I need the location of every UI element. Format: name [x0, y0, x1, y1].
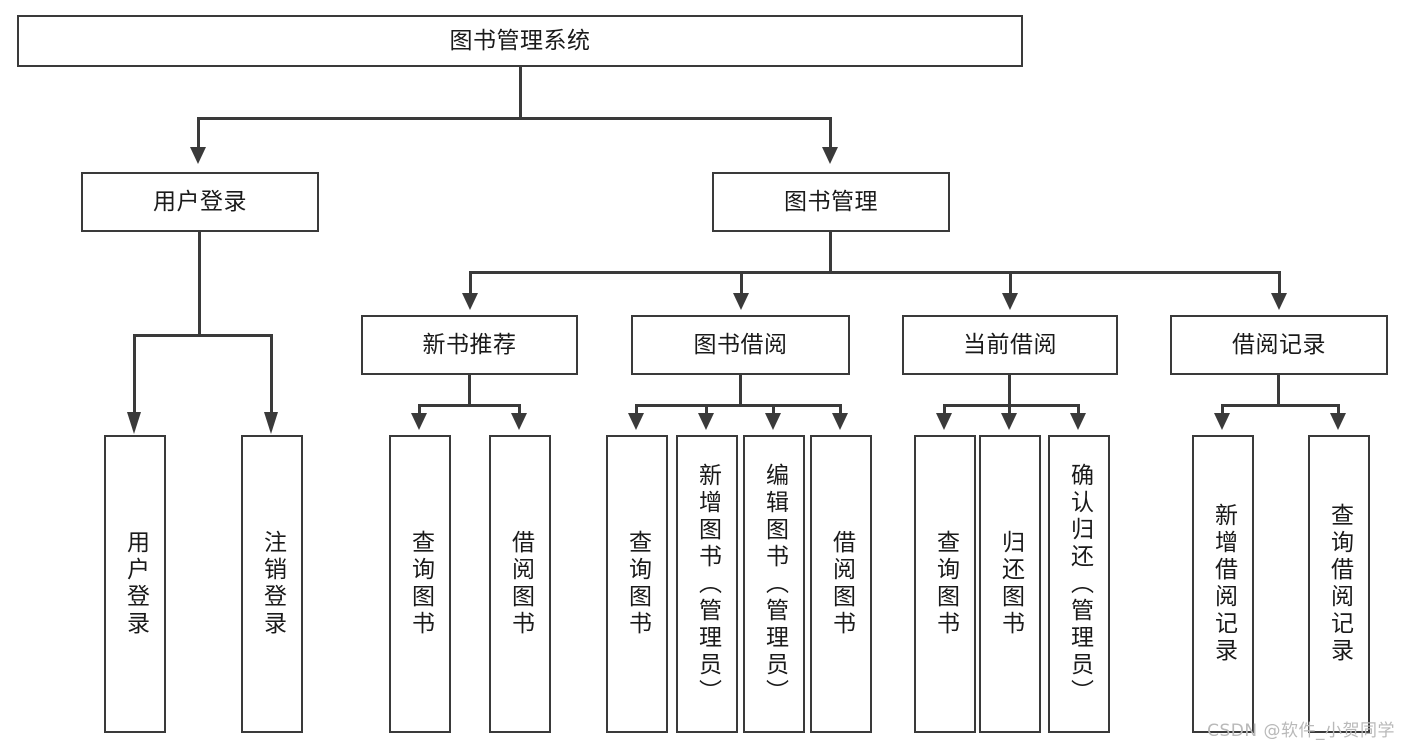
arrowhead-user-login — [190, 147, 206, 164]
arrowhead-new-book — [462, 293, 478, 310]
connector-drop-br-search — [1337, 404, 1340, 416]
node-book-management[interactable]: 图书管理 — [712, 172, 950, 232]
connector-drop-user-login — [197, 117, 200, 149]
connector-drop-new-book — [469, 271, 472, 295]
node-label: 查询图书 — [932, 530, 959, 638]
leaf-bb-search-book[interactable]: 查询图书 — [606, 435, 668, 733]
node-new-book-recommend[interactable]: 新书推荐 — [361, 315, 578, 375]
connector-drop-cb-return — [1008, 404, 1011, 416]
node-label: 图书管理 — [784, 188, 878, 215]
node-label: 借阅图书 — [828, 530, 855, 638]
arrowhead-bb-add — [698, 413, 714, 430]
connector-current-borrow-bus — [943, 404, 1080, 407]
leaf-nb-search-book[interactable]: 查询图书 — [389, 435, 451, 733]
connector-drop-leaf-user-login — [133, 334, 136, 414]
node-label: 查询图书 — [407, 530, 434, 638]
node-root-system[interactable]: 图书管理系统 — [17, 15, 1023, 67]
leaf-bb-borrow-book[interactable]: 借阅图书 — [810, 435, 872, 733]
node-label: 图书借阅 — [693, 331, 788, 358]
node-label: 编辑图书（管理员） — [761, 462, 788, 706]
connector-drop-book-manage — [829, 117, 832, 149]
leaf-nb-borrow-book[interactable]: 借阅图书 — [489, 435, 551, 733]
connector-book-borrow-stem — [739, 375, 742, 406]
connector-drop-leaf-logout — [270, 334, 273, 414]
arrowhead-cb-return — [1001, 413, 1017, 430]
node-label: 注销登录 — [259, 530, 286, 638]
arrowhead-cb-search — [936, 413, 952, 430]
connector-level2-bus — [197, 117, 832, 120]
connector-user-login-bus — [133, 334, 273, 337]
node-current-borrow[interactable]: 当前借阅 — [902, 315, 1118, 375]
leaf-bb-edit-book[interactable]: 编辑图书（管理员） — [743, 435, 805, 733]
arrowhead-book-manage — [822, 147, 838, 164]
leaf-cb-confirm-return[interactable]: 确认归还（管理员） — [1048, 435, 1110, 733]
arrowhead-bb-borrow — [832, 413, 848, 430]
leaf-logout[interactable]: 注销登录 — [241, 435, 303, 733]
connector-drop-bb-search — [635, 404, 638, 416]
node-borrow-record[interactable]: 借阅记录 — [1170, 315, 1388, 375]
connector-root-stem — [519, 67, 522, 119]
connector-current-borrow-stem — [1008, 375, 1011, 406]
node-label: 新书推荐 — [422, 331, 517, 358]
arrowhead-bb-edit — [765, 413, 781, 430]
node-label: 新增借阅记录 — [1210, 503, 1237, 665]
node-label: 新增图书（管理员） — [694, 462, 721, 706]
connector-new-book-stem — [468, 375, 471, 406]
arrowhead-leaf-logout — [264, 412, 278, 434]
node-label: 当前借阅 — [963, 331, 1057, 358]
arrowhead-nb-search — [411, 413, 427, 430]
arrowhead-borrow-record — [1271, 293, 1287, 310]
node-user-login[interactable]: 用户登录 — [81, 172, 319, 232]
leaf-bb-add-book[interactable]: 新增图书（管理员） — [676, 435, 738, 733]
connector-drop-nb-search — [418, 404, 421, 416]
connector-drop-book-borrow — [740, 271, 743, 295]
connector-book-manage-stem — [829, 232, 832, 273]
arrowhead-current-borrow — [1002, 293, 1018, 310]
leaf-br-add-record[interactable]: 新增借阅记录 — [1192, 435, 1254, 733]
connector-drop-cb-search — [943, 404, 946, 416]
arrowhead-leaf-user-login — [127, 412, 141, 434]
leaf-br-search-record[interactable]: 查询借阅记录 — [1308, 435, 1370, 733]
connector-drop-bb-borrow — [839, 404, 842, 416]
leaf-cb-return-book[interactable]: 归还图书 — [979, 435, 1041, 733]
connector-new-book-bus — [418, 404, 521, 407]
connector-borrow-record-bus — [1221, 404, 1340, 407]
node-label: 查询借阅记录 — [1326, 503, 1353, 665]
node-label: 图书管理系统 — [449, 27, 591, 54]
connector-drop-nb-borrow — [518, 404, 521, 416]
connector-borrow-record-stem — [1277, 375, 1280, 406]
node-label: 确认归还（管理员） — [1066, 462, 1093, 706]
connector-user-login-stem — [198, 232, 201, 336]
node-label: 归还图书 — [997, 530, 1024, 638]
leaf-cb-search-book[interactable]: 查询图书 — [914, 435, 976, 733]
node-label: 用户登录 — [153, 188, 247, 215]
connector-drop-cb-confirm — [1077, 404, 1080, 416]
arrowhead-book-borrow — [733, 293, 749, 310]
node-label: 借阅图书 — [507, 530, 534, 638]
leaf-user-login[interactable]: 用户登录 — [104, 435, 166, 733]
node-label: 用户登录 — [122, 530, 149, 638]
connector-drop-borrow-record — [1278, 271, 1281, 295]
connector-drop-bb-add — [705, 404, 708, 416]
arrowhead-nb-borrow — [511, 413, 527, 430]
arrowhead-bb-search — [628, 413, 644, 430]
arrowhead-br-add — [1214, 413, 1230, 430]
arrowhead-br-search — [1330, 413, 1346, 430]
connector-drop-bb-edit — [772, 404, 775, 416]
node-book-borrow[interactable]: 图书借阅 — [631, 315, 850, 375]
connector-level3-bus — [469, 271, 1281, 274]
connector-book-borrow-bus — [635, 404, 841, 407]
node-label: 借阅记录 — [1232, 331, 1326, 358]
node-label: 查询图书 — [624, 530, 651, 638]
arrowhead-cb-confirm — [1070, 413, 1086, 430]
connector-drop-br-add — [1221, 404, 1224, 416]
connector-drop-current-borrow — [1009, 271, 1012, 295]
